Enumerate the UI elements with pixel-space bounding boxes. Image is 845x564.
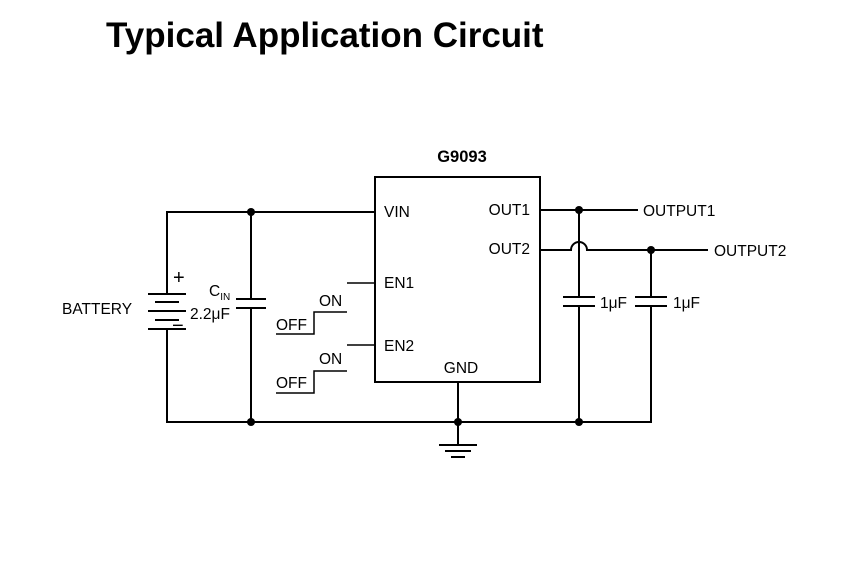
battery-plus: + xyxy=(173,267,185,289)
switch-en2-off: OFF xyxy=(276,375,307,392)
pin-en1-label: EN1 xyxy=(384,275,414,292)
pin-out1-label: OUT1 xyxy=(489,202,530,219)
wire-out2 xyxy=(539,241,708,251)
battery-symbol xyxy=(148,293,186,330)
switch-en2-step[interactable] xyxy=(276,370,347,394)
switch-en1-step[interactable] xyxy=(276,311,347,335)
cin-name-main: C xyxy=(209,283,220,300)
cin-name-sub: IN xyxy=(220,292,230,303)
junction-vin xyxy=(247,208,255,216)
battery-label: BATTERY xyxy=(62,301,132,318)
cout2-value: 1μF xyxy=(673,295,700,312)
page-title: Typical Application Circuit xyxy=(106,16,544,55)
switch-en1-off: OFF xyxy=(276,317,307,334)
junction-gnd-cout1 xyxy=(575,418,583,426)
ground-icon xyxy=(439,444,477,458)
pin-en2-label: EN2 xyxy=(384,338,414,355)
junction-out2 xyxy=(647,246,655,254)
pin-vin-label: VIN xyxy=(384,204,410,221)
cin-value: 2.2μF xyxy=(190,306,230,323)
switch-en1-on: ON xyxy=(319,293,342,310)
switch-en2-on: ON xyxy=(319,351,342,368)
junction-gnd-ic xyxy=(454,418,462,426)
cin-name: CIN xyxy=(209,283,230,303)
cout1-value: 1μF xyxy=(600,295,627,312)
battery-minus: − xyxy=(172,315,184,337)
pin-out2-label: OUT2 xyxy=(489,241,530,258)
output2-label: OUTPUT2 xyxy=(714,243,786,260)
junction-gnd-cin xyxy=(247,418,255,426)
junction-out1 xyxy=(575,206,583,214)
ic-part-number: G9093 xyxy=(437,148,487,166)
pin-gnd-label: GND xyxy=(444,360,478,377)
output1-label: OUTPUT1 xyxy=(643,203,715,220)
